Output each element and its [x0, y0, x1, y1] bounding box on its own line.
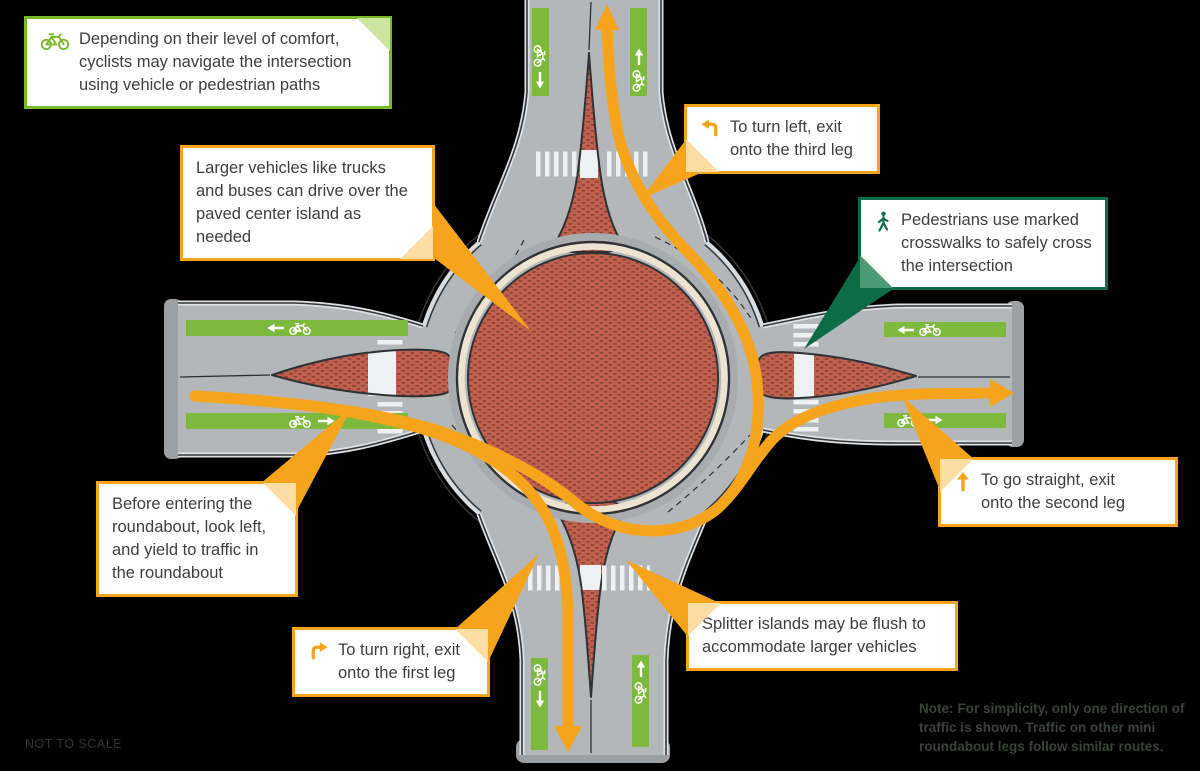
footnote-label: Note: — [919, 701, 954, 716]
folded-corner — [400, 226, 433, 260]
callout-splitter-islands-text: Splitter islands may be flush to accommo… — [702, 615, 926, 657]
pedestrian-icon — [874, 209, 892, 240]
callout-splitter-islands: Splitter islands may be flush to accommo… — [686, 601, 958, 672]
folded-corner — [263, 483, 296, 516]
callout-cyclists-text: Depending on their level of comfort, cyc… — [79, 30, 352, 95]
callout-turn-right: To turn right, exit onto the first leg — [292, 627, 490, 698]
left-leg-end-cap — [164, 299, 182, 459]
not-to-scale-label: NOT TO SCALE — [25, 737, 123, 751]
callout-before-entering-text: Before entering the roundabout, look lef… — [112, 495, 267, 583]
footnote: Note:For simplicity, only one direction … — [919, 699, 1193, 756]
folded-corner — [455, 629, 488, 662]
turn-right-arrow-icon — [308, 639, 329, 669]
folded-corner — [688, 603, 721, 636]
route-turn-left — [189, 18, 764, 537]
bike-lane-bottom-right — [632, 655, 649, 747]
turn-left-arrow-icon — [700, 116, 721, 146]
splitter-island-top — [556, 52, 621, 253]
callout-pedestrians: Pedestrians use marked crosswalks to saf… — [858, 197, 1108, 291]
folded-corner — [860, 255, 893, 289]
callout-turn-left: To turn left, exit onto the third leg — [684, 104, 880, 175]
callout-before-entering: Before entering the roundabout, look lef… — [96, 481, 298, 598]
callout-cyclists: Depending on their level of comfort, cyc… — [24, 16, 392, 110]
callout-larger-vehicles: Larger vehicles like trucks and buses ca… — [180, 145, 435, 262]
route-arrows — [189, 4, 1014, 752]
bike-lane-left-top — [186, 320, 408, 336]
callout-go-straight-text: To go straight, exit onto the second leg — [981, 471, 1126, 513]
center-island — [448, 233, 738, 523]
arrowhead-right — [990, 379, 1014, 407]
folded-corner — [357, 18, 390, 51]
arrowhead-up — [595, 4, 619, 30]
callout-turn-left-text: To turn left, exit onto the third leg — [730, 118, 853, 160]
callout-larger-vehicles-text: Larger vehicles like trucks and buses ca… — [196, 159, 408, 247]
folded-corner — [686, 139, 719, 173]
footnote-text: For simplicity, only one direction of tr… — [919, 701, 1185, 755]
bike-lane-right-top — [884, 322, 1006, 337]
bicycle-icon — [40, 28, 70, 59]
callout-turn-right-text: To turn right, exit onto the first leg — [338, 641, 460, 683]
callout-go-straight: To go straight, exit onto the second leg — [938, 457, 1178, 528]
folded-corner — [940, 459, 973, 492]
callout-pedestrians-text: Pedestrians use marked crosswalks to saf… — [901, 211, 1092, 276]
splitter-islands — [271, 52, 917, 698]
arrowhead-down — [554, 726, 582, 752]
